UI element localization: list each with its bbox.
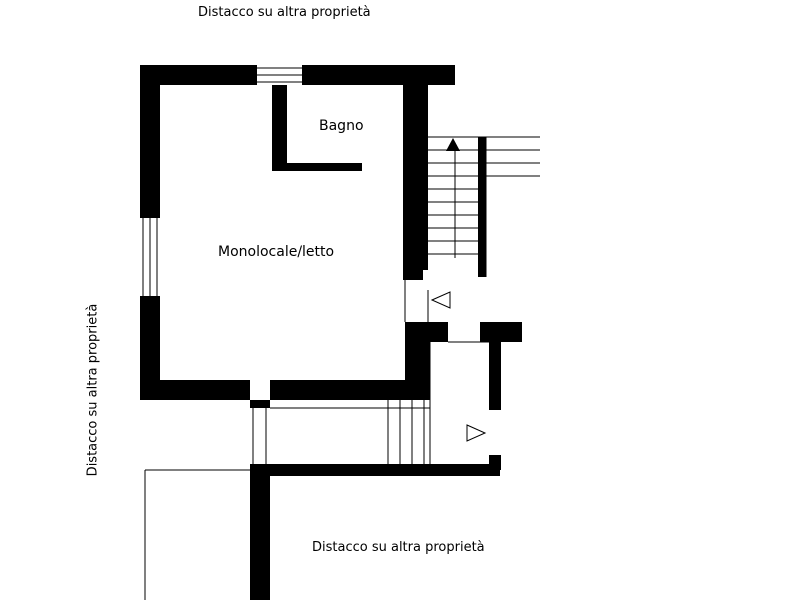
distacco-label-top: Distacco su altra proprietà <box>198 5 371 20</box>
wall-left-lower <box>140 296 160 400</box>
walls <box>140 65 522 600</box>
wall-bottom-vertical <box>250 464 270 600</box>
room-label-studio: Monolocale/letto <box>218 244 335 260</box>
room-label-bathroom: Bagno <box>319 118 364 134</box>
entry-triangle-icon <box>430 291 451 309</box>
wall-entry-top <box>428 322 448 342</box>
wall-bottom-long <box>250 464 500 476</box>
wall-stair-right <box>478 137 486 277</box>
wall-bath-bottom <box>272 163 362 171</box>
wall-entry-top-right <box>480 322 522 342</box>
distacco-label-bottom: Distacco su altra proprietà <box>312 540 485 555</box>
wall-top-left <box>140 65 257 85</box>
wall-right-lower <box>405 322 430 392</box>
wall-bath-left <box>272 85 287 170</box>
wall-stair-left <box>422 80 428 270</box>
wall-bottom-room-left <box>140 380 250 400</box>
distacco-label-left: Distacco su altra proprietà <box>85 303 101 477</box>
wall-top-right <box>302 65 455 85</box>
wall-entry-right <box>489 340 501 410</box>
wall-bottom-vertical-top <box>250 400 270 408</box>
wall-left-upper <box>140 65 160 218</box>
wall-bottom-room-right <box>270 380 430 400</box>
wall-right-upper <box>403 80 423 280</box>
thin-lines <box>142 67 540 600</box>
stair-up-arrow-icon <box>446 138 460 151</box>
entry-triangle-icon <box>466 424 487 442</box>
